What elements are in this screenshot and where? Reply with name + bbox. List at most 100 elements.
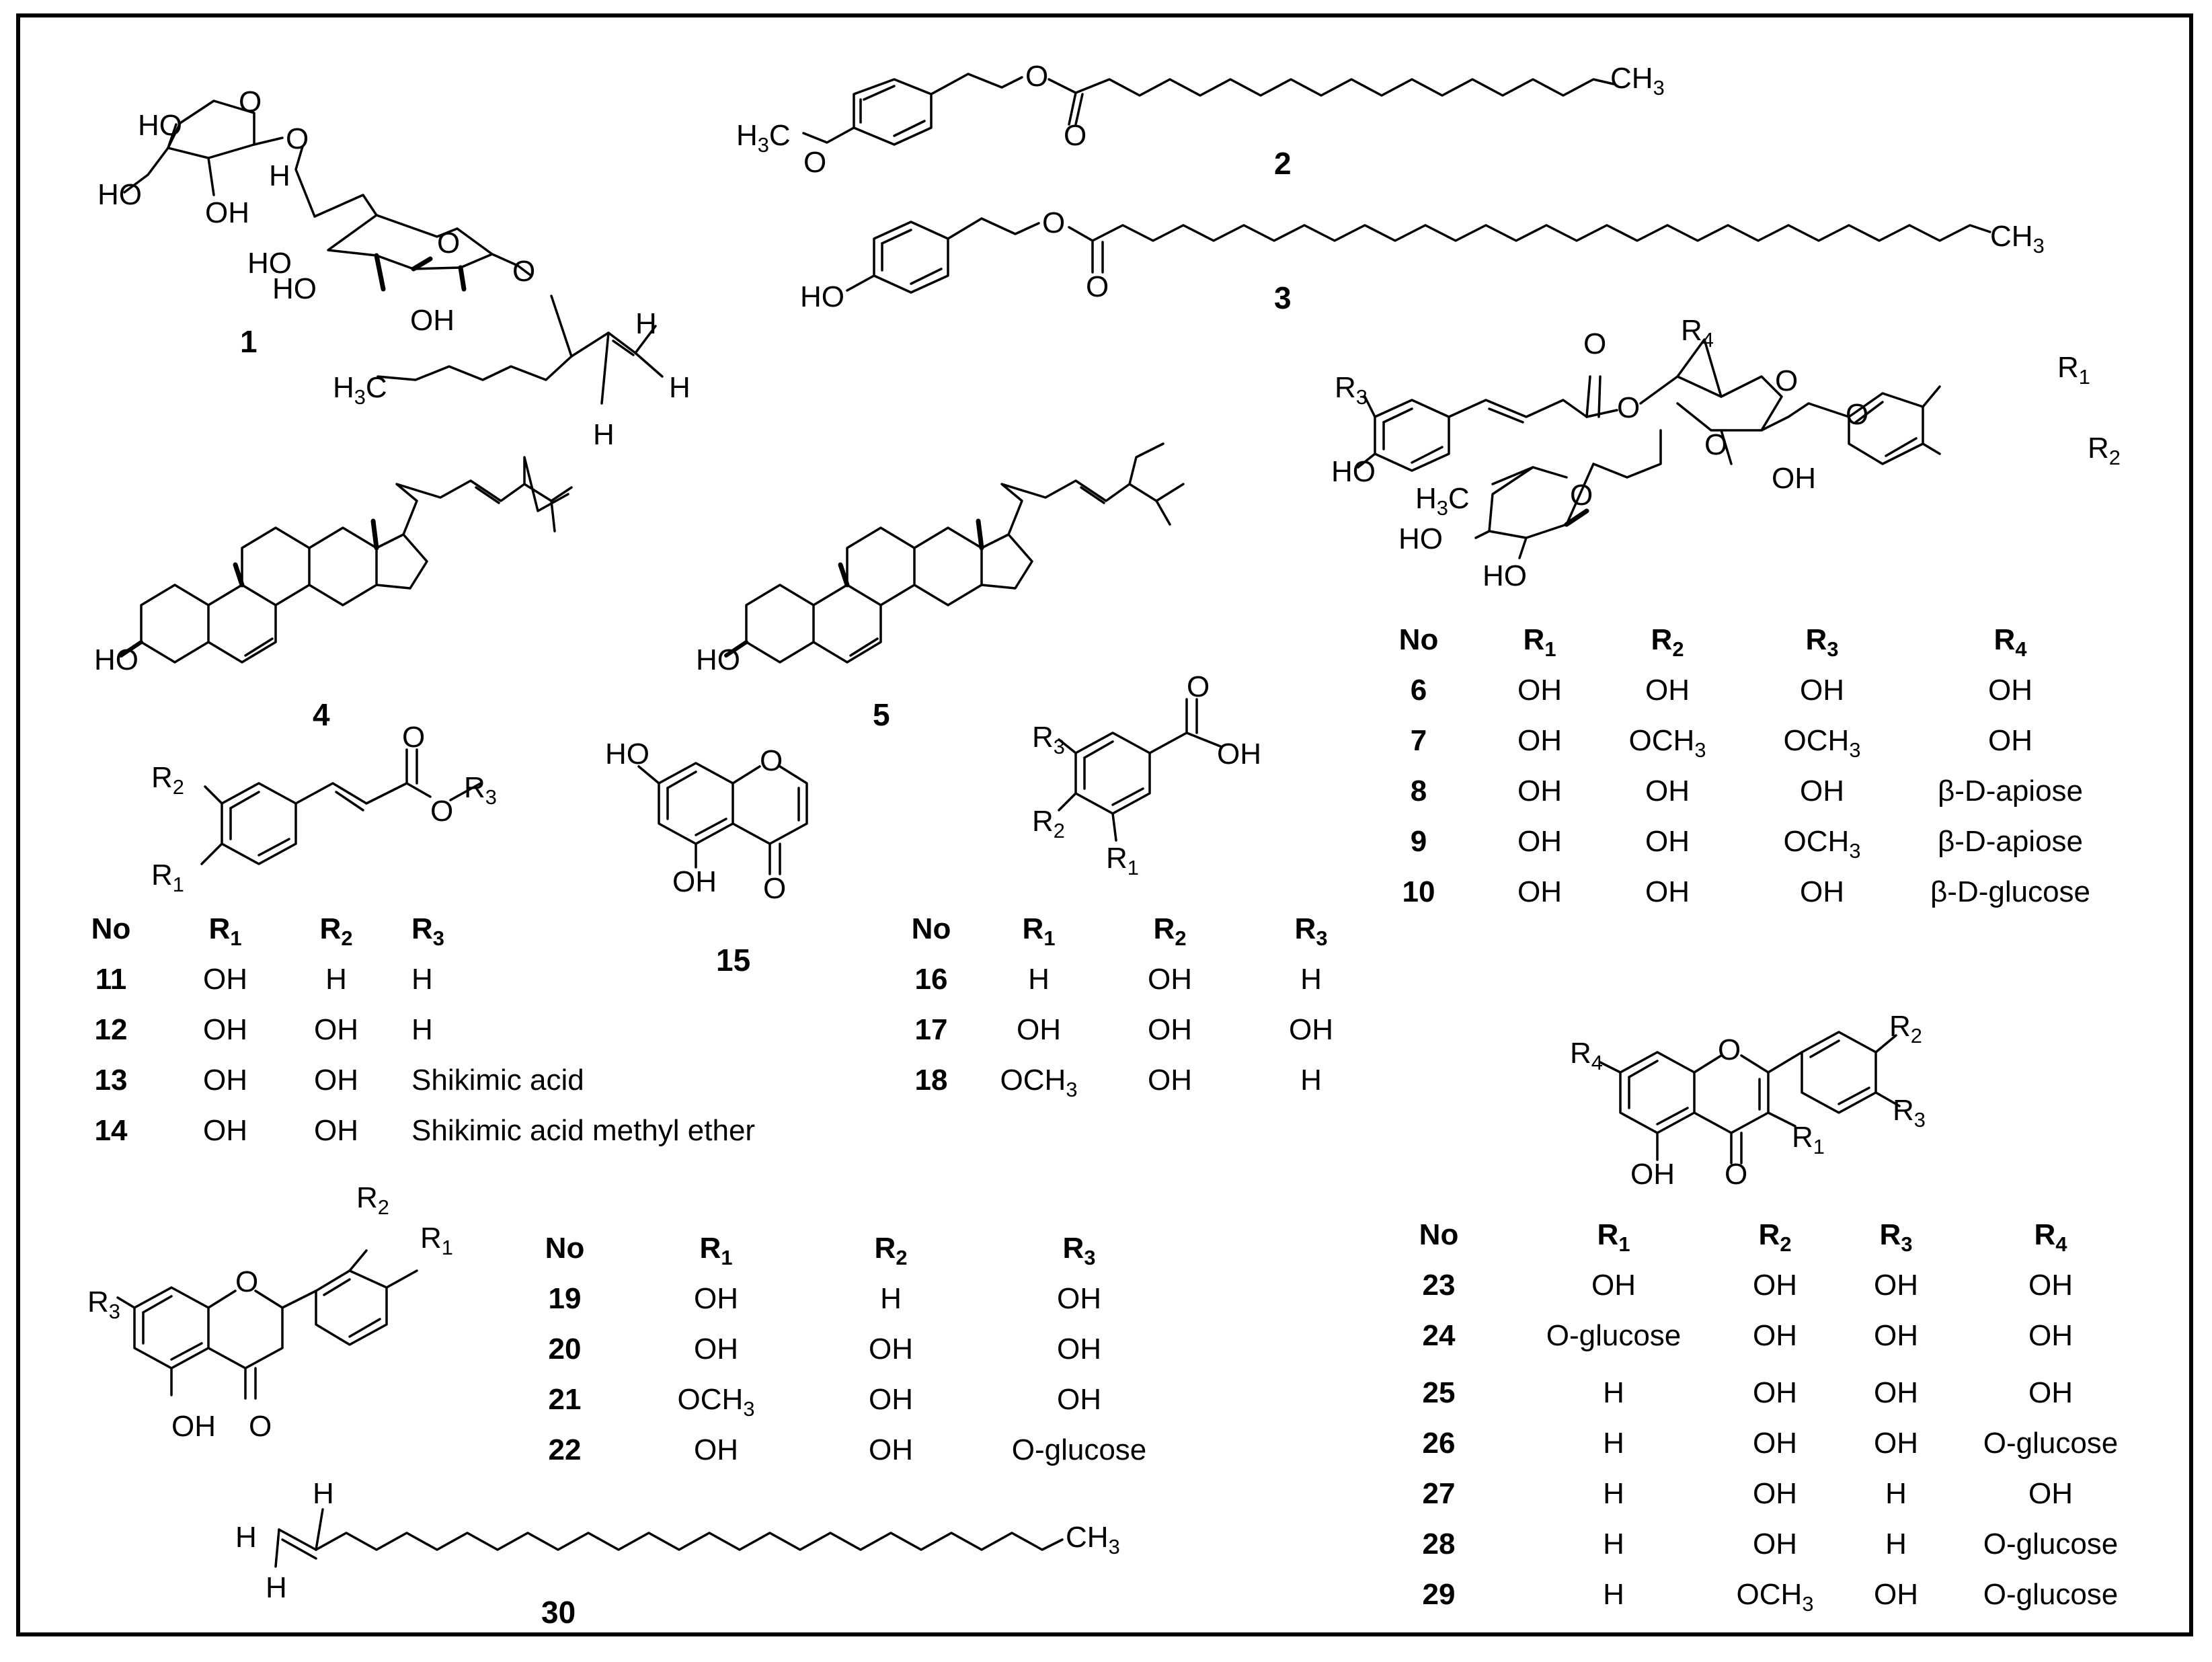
atom-label: O <box>239 85 262 118</box>
table-header: R1 <box>1597 1218 1630 1256</box>
atom-label: O <box>1025 60 1049 93</box>
structure-4 <box>119 456 573 664</box>
atom-label: OH <box>410 304 455 337</box>
compound-number-15: 15 <box>716 943 751 978</box>
atom-label-5: HO <box>696 643 740 676</box>
table-cell: OH <box>314 1064 358 1097</box>
table-header: R1 <box>208 912 242 950</box>
table-cell: 9 <box>1410 825 1427 858</box>
table-cell: H <box>1603 1578 1624 1611</box>
atom-label: H <box>269 159 290 192</box>
table-cell: O-glucose <box>1011 1433 1147 1466</box>
table-cell: OH <box>694 1433 738 1466</box>
table-header: R2 <box>1758 1218 1792 1256</box>
structure-30 <box>274 1508 1064 1568</box>
atom-label: O <box>1570 479 1593 512</box>
atom-label: R2 <box>2088 432 2121 469</box>
table-cell: OH <box>1517 825 1562 858</box>
table-cell: 10 <box>1402 875 1435 908</box>
atom-label: H3C <box>333 371 387 409</box>
structure-3 <box>846 217 1991 294</box>
structure-15 <box>637 762 808 875</box>
atom-label: OH <box>672 865 717 898</box>
table-cell: OH <box>1753 1477 1797 1510</box>
atom-label: HO <box>1483 559 1527 592</box>
table-cell: H <box>1603 1427 1624 1460</box>
compound-number-30: 30 <box>541 1595 576 1630</box>
table-cell: H <box>411 1013 433 1046</box>
table-cell: OH <box>1753 1269 1797 1302</box>
table-cell: OH <box>1645 875 1690 908</box>
atom-label: CH3 <box>1610 62 1665 100</box>
table-cell: 17 <box>914 1013 948 1046</box>
table-cell: OH <box>2028 1477 2073 1510</box>
table-cell: OH <box>1057 1333 1101 1366</box>
table-cell: OCH3 <box>1783 724 1861 762</box>
table-cell: OH <box>1017 1013 1061 1046</box>
structure-19-22 <box>116 1249 418 1400</box>
table-cell: OH <box>1148 963 1192 996</box>
table-cell: OH <box>314 1114 358 1147</box>
atom-label: O <box>1583 327 1607 360</box>
table-cell: OCH3 <box>1628 724 1706 762</box>
table-cell: H <box>1603 1528 1624 1560</box>
table-cell: OH <box>1645 775 1690 807</box>
table-cell: O-glucose <box>1983 1578 2119 1611</box>
table-header: R2 <box>319 912 353 950</box>
atom-label: H <box>635 307 657 340</box>
table-cell: OH <box>1988 674 2032 707</box>
atom-label: O <box>402 721 426 754</box>
figure-border <box>16 13 2193 1636</box>
table-header: R4 <box>1993 623 2027 661</box>
table-cell: H <box>325 963 347 996</box>
atom-label: HO <box>1398 522 1443 555</box>
table-cell: 28 <box>1422 1528 1456 1560</box>
table-header: No <box>91 912 131 945</box>
table-cell: Shikimic acid methyl ether <box>411 1114 756 1147</box>
atom-label: O <box>1187 670 1210 703</box>
compound-number-1: 1 <box>240 324 258 359</box>
atom-label: HO <box>800 280 844 313</box>
table-cell: β-D-apiose <box>1937 825 2084 858</box>
atom-label: O <box>1064 119 1087 152</box>
table-cell: 16 <box>914 963 948 996</box>
table-cell: 20 <box>548 1333 582 1366</box>
table-cell: β-D-apiose <box>1937 775 2084 807</box>
structure-6-10 <box>1357 338 1941 559</box>
table-cell: H <box>1028 963 1050 996</box>
atom-label: OH <box>1630 1158 1675 1191</box>
table-cell: OH <box>869 1333 913 1366</box>
table-cell: OCH3 <box>1736 1578 1814 1616</box>
table-cell: H <box>411 963 433 996</box>
atom-label: O <box>235 1265 259 1298</box>
table-cell: O-glucose <box>1983 1528 2119 1560</box>
table-header: R3 <box>1294 912 1328 950</box>
atom-label: R4 <box>1570 1037 1603 1074</box>
atom-label: H <box>313 1477 334 1510</box>
table-cell: OH <box>1988 724 2032 757</box>
atom-label: O <box>1718 1033 1741 1066</box>
table-header: R2 <box>1651 623 1684 661</box>
atom-label: R3 <box>1032 721 1065 758</box>
table-cell: OH <box>1874 1269 1918 1302</box>
table-cell: 14 <box>94 1114 128 1147</box>
atom-label: R4 <box>1681 314 1714 352</box>
table-cell: 19 <box>548 1282 582 1315</box>
atom-label: HO <box>272 272 317 305</box>
atom-label: HO <box>605 738 649 770</box>
structure-23-29 <box>1599 1031 1901 1164</box>
table-cell: Shikimic acid <box>411 1064 584 1097</box>
atom-label: O <box>430 795 454 828</box>
table-header: R3 <box>1062 1232 1096 1269</box>
table-cell: OH <box>1800 775 1844 807</box>
atom-label: OH <box>205 196 249 229</box>
table-cell: H <box>1885 1528 1907 1560</box>
table-cell: OH <box>203 1013 247 1046</box>
atom-label: R1 <box>1792 1121 1825 1158</box>
atom-label: O <box>803 146 827 179</box>
table-cell: OH <box>1148 1013 1192 1046</box>
table-cell: 23 <box>1422 1269 1456 1302</box>
table-cell: OH <box>2028 1319 2073 1352</box>
atom-label: H3C <box>736 119 791 157</box>
